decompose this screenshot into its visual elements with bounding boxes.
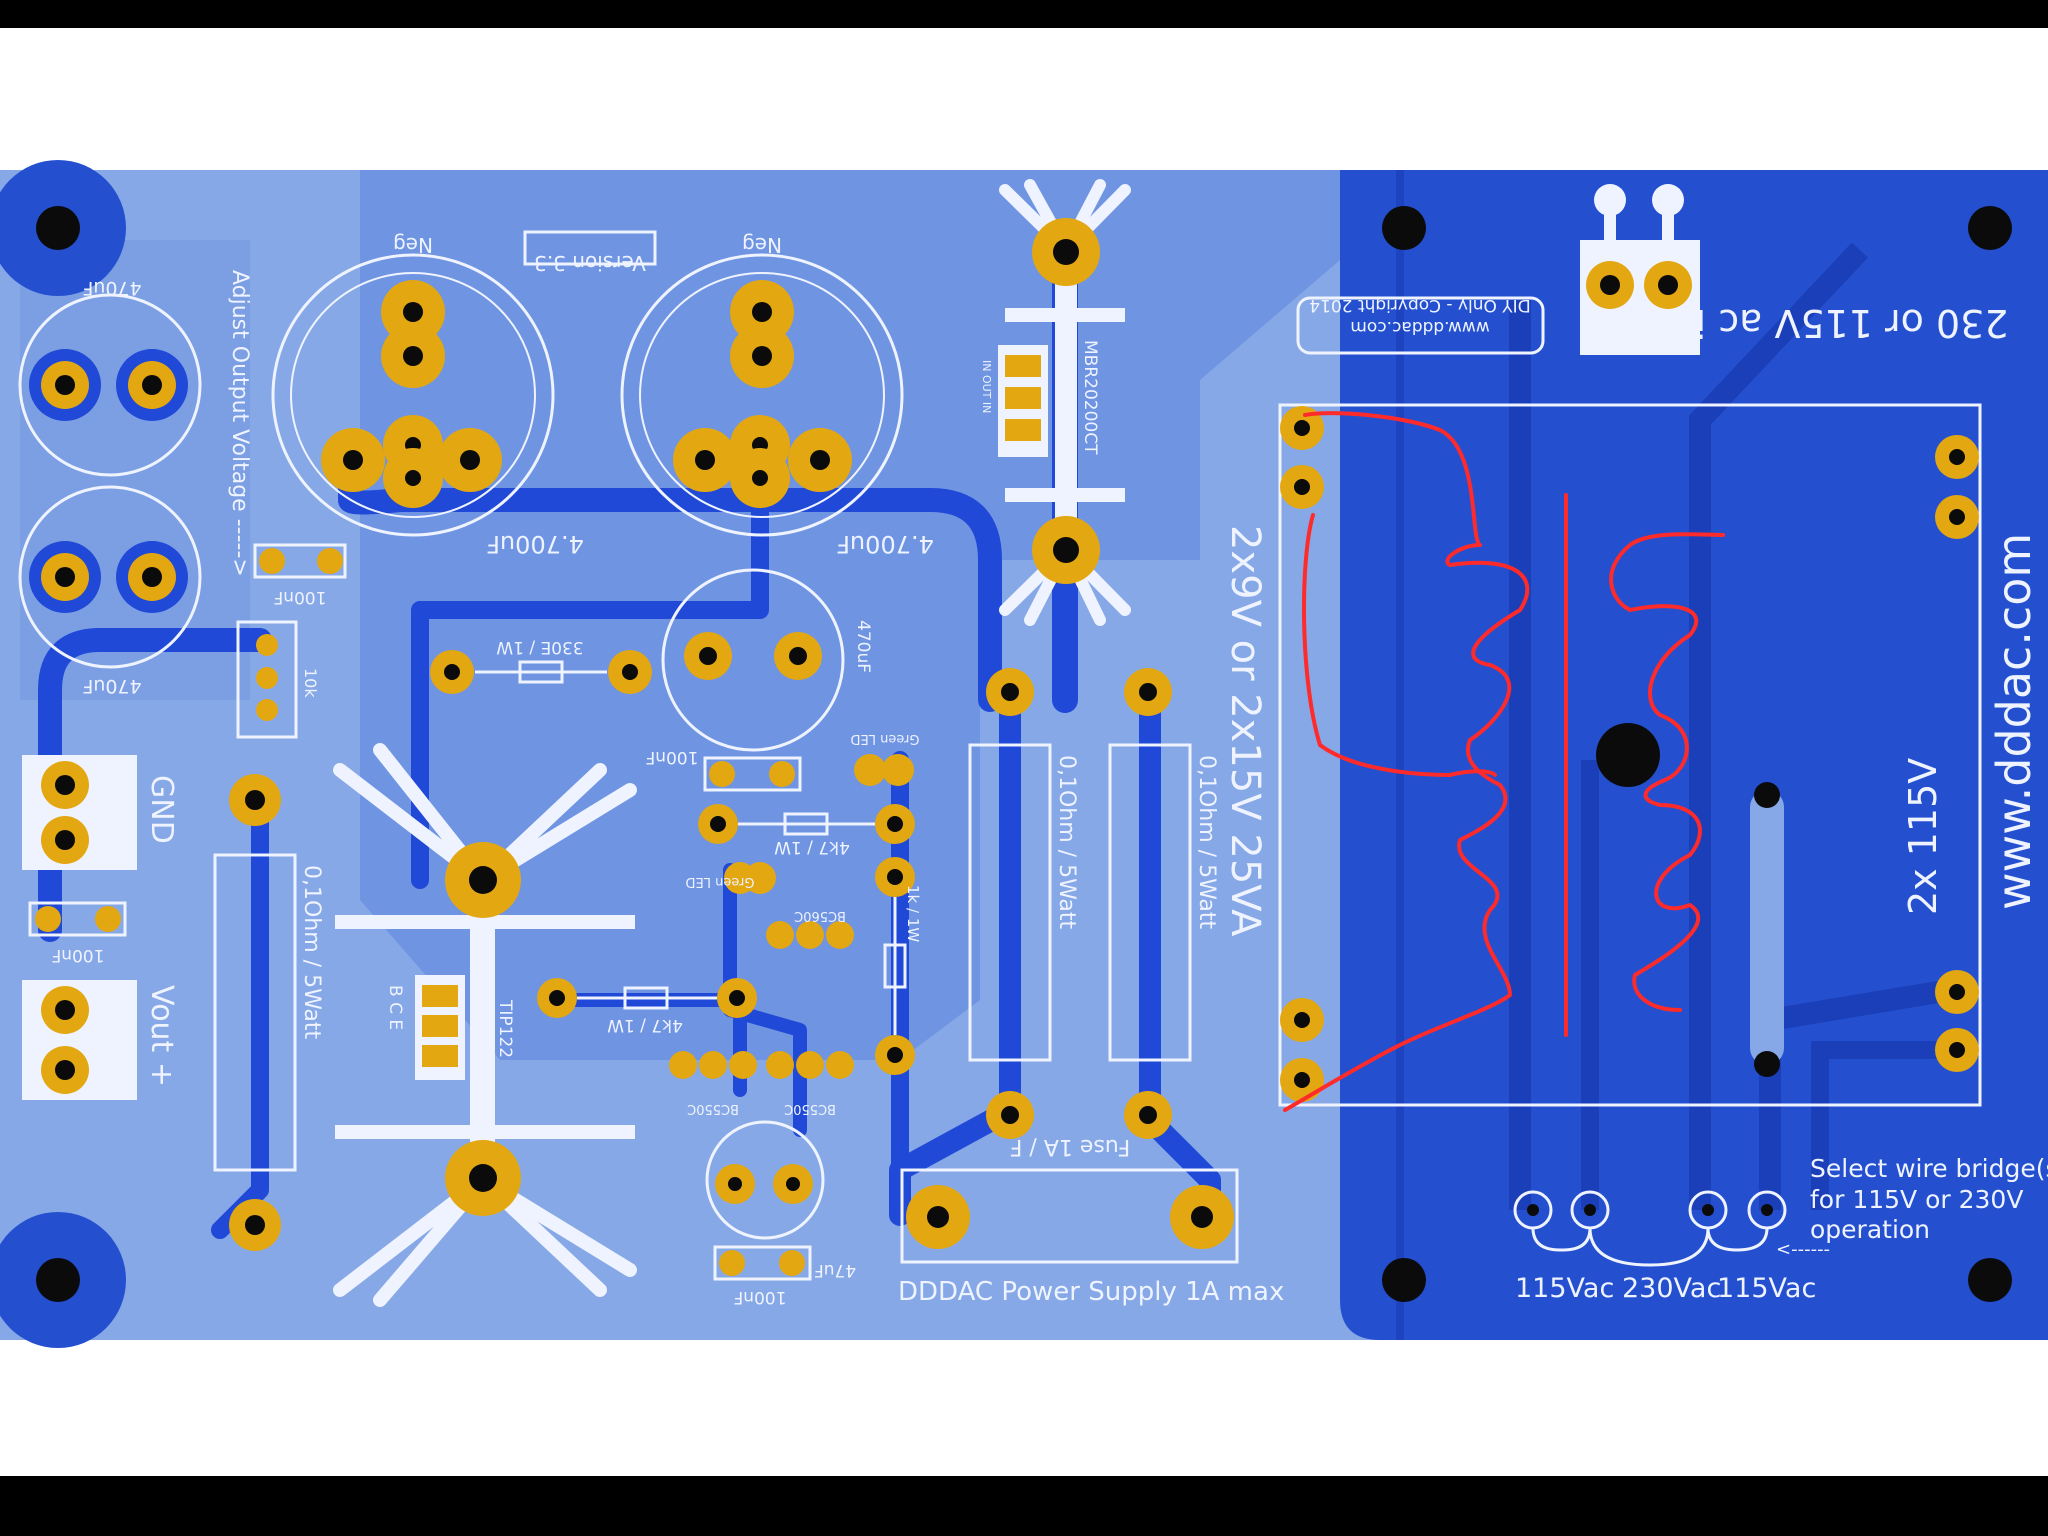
bridge-note-line2: for 115V or 230V	[1810, 1185, 2023, 1214]
resistor-4k7-b	[537, 978, 757, 1018]
bottom-black-bar	[0, 1476, 2048, 1536]
label-470uf-mid: 470uF	[853, 620, 873, 673]
capacitor-47uf	[705, 1120, 825, 1240]
transformer-footprint	[1278, 403, 1982, 1107]
label-mbr-pins: IN OUT IN	[980, 360, 993, 413]
terminal-gnd	[22, 755, 137, 870]
label-ac-input: 230 or 115V ac in	[1671, 301, 2008, 345]
fuse-holder	[900, 1168, 1239, 1264]
label-100nf-a: 100nF	[273, 587, 326, 607]
red-annotation-transformer	[1283, 411, 1725, 1112]
label-resistor-1k: 1k / 1W	[904, 885, 922, 942]
heatsink-mbr20200ct	[998, 179, 1131, 626]
transistor-bc550c-a	[669, 1051, 757, 1079]
label-100nf-b: 100nF	[51, 945, 104, 965]
copyright-line1: DIY Only - Copyright 2014	[1309, 295, 1531, 315]
capacitor-4700uf-right	[620, 253, 904, 537]
mounting-holes	[0, 160, 2012, 1348]
label-470uf-bottom: 470uF	[82, 675, 141, 697]
capacitor-470uf-mid	[661, 568, 845, 752]
label-vout: Vout +	[144, 985, 179, 1087]
resistor-4k7-a	[698, 804, 915, 844]
resistor-shunt-mid	[968, 668, 1052, 1139]
capacitor-100nf-d	[713, 1245, 812, 1281]
terminal-vout	[22, 980, 137, 1100]
heatsink-tip122	[333, 743, 637, 1307]
label-mbr20200ct: MBR20200CT	[1080, 340, 1100, 455]
copper-pour-mid	[360, 170, 1340, 1060]
label-green-led-a: Green LED	[686, 874, 755, 889]
tap-230v: 230Vac	[1622, 1273, 1721, 1304]
label-470uf-top: 470uF	[82, 277, 141, 299]
label-adjust-output: Adjust Output Voltage ----->	[227, 270, 252, 577]
label-version: Version 3.3	[534, 251, 646, 275]
copyright-box	[1296, 296, 1545, 355]
mount-hole-icon	[1968, 206, 2012, 250]
version-box	[523, 230, 657, 266]
label-100nf-c: 100nF	[645, 747, 698, 767]
resistor-1k	[875, 857, 915, 1075]
label-fuse: Fuse 1A / F	[1010, 1134, 1130, 1159]
label-secondary: 2x 115V	[1901, 758, 1945, 915]
transistor-bc560c	[766, 921, 854, 949]
terminal-ac-in	[1580, 184, 1700, 355]
top-black-bar	[0, 0, 2048, 28]
label-tip122: TIP122	[495, 999, 515, 1058]
capacitor-100nf-a	[253, 543, 347, 579]
capacitor-4700uf-left	[271, 253, 555, 537]
bridge-note-line1: Select wire bridge(s)	[1810, 1154, 2048, 1183]
label-neg-right: Neg	[742, 233, 782, 257]
tap-115v-right: 115Vac	[1717, 1273, 1816, 1304]
mount-hole-icon	[36, 206, 80, 250]
label-shunt-mid: 0,1Ohm / 5Watt	[1054, 755, 1079, 930]
label-bc550c-b: BC550C	[784, 1101, 836, 1116]
capacitor-470uf-bottom	[18, 485, 202, 669]
led-green-b	[854, 754, 914, 786]
label-resistor-330e: 330E / 1W	[496, 637, 584, 657]
label-gnd: GND	[144, 775, 179, 844]
led-green-a	[724, 862, 776, 894]
resistor-shunt-left	[213, 774, 297, 1251]
bridge-arrow: <------	[1776, 1239, 1830, 1260]
capacitor-100nf-b	[28, 901, 127, 937]
label-trimmer-10k: 10k	[301, 668, 320, 698]
label-47uf: 47uF	[814, 1260, 856, 1280]
bridge-note-line3: operation	[1810, 1215, 1930, 1244]
label-green-led-b: Green LED	[851, 731, 920, 746]
label-bc560c: BC560C	[794, 908, 846, 923]
mount-hole-icon	[1382, 206, 1426, 250]
label-shunt-right: 0,1Ohm / 5Watt	[1194, 755, 1219, 930]
label-resistor-4k7-b: 4k7 / 1W	[607, 1015, 683, 1035]
transistor-bc550c-b	[766, 1051, 854, 1079]
label-neg-left: Neg	[393, 233, 433, 257]
label-4700uf-left: 4.700uF	[486, 530, 584, 558]
mount-hole-icon	[1382, 1258, 1426, 1302]
mount-hole-icon	[1968, 1258, 2012, 1302]
mount-hole-icon	[36, 1258, 80, 1302]
label-transformer-spec: 2x9V or 2x15V 25VA	[1222, 525, 1268, 937]
capacitor-470uf-top	[18, 293, 202, 477]
resistor-shunt-right	[1108, 668, 1192, 1139]
label-website: www.dddac.com	[1987, 533, 2041, 910]
label-100nf-d: 100nF	[733, 1287, 786, 1307]
tap-115v-left: 115Vac	[1515, 1273, 1614, 1304]
capacitor-100nf-c	[703, 756, 802, 792]
copyright-line2: www.dddac.com	[1350, 317, 1489, 337]
label-4700uf-right: 4.700uF	[836, 530, 934, 558]
resistor-330e	[430, 650, 652, 694]
trimmer-10k	[236, 620, 298, 739]
board-title: DDDAC Power Supply 1A max	[898, 1277, 1284, 1307]
label-tip-pins: B C E	[385, 985, 405, 1030]
wire-bridge-pads	[1513, 1190, 1787, 1267]
label-bc550c-a: BC550C	[687, 1101, 739, 1116]
label-shunt-left: 0,1Ohm / 5Watt	[299, 865, 324, 1040]
label-resistor-4k7-a: 4k7 / 1W	[774, 837, 850, 857]
